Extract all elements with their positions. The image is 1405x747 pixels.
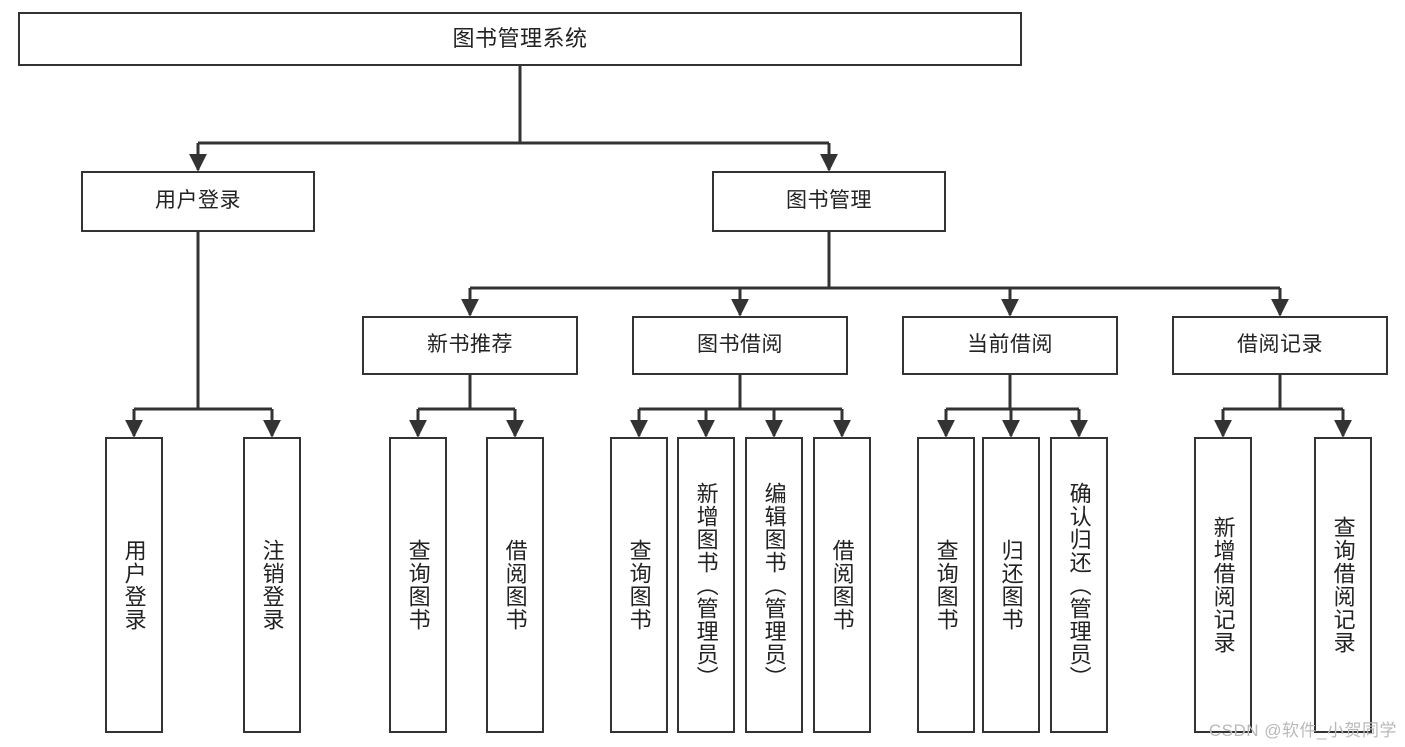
- node-root[interactable]: 图书管理系统: [18, 12, 1022, 66]
- leaf-logout[interactable]: 注销登录: [243, 437, 301, 733]
- leaf-return-book[interactable]: 归还图书: [982, 437, 1040, 733]
- leaf-query-borrow-record[interactable]: 查询借阅记录: [1314, 437, 1372, 733]
- node-label: 查询借阅记录: [1330, 516, 1356, 654]
- node-label: 借阅图书: [829, 539, 855, 631]
- node-label: 查询图书: [626, 539, 652, 631]
- node-label: 注销登录: [259, 539, 285, 631]
- node-label: 用户登录: [121, 539, 147, 631]
- node-label: 图书管理系统: [452, 26, 588, 52]
- leaf-query-book-recommend[interactable]: 查询图书: [389, 437, 447, 733]
- node-current-borrow[interactable]: 当前借阅: [902, 316, 1118, 375]
- leaf-borrow-book-recommend[interactable]: 借阅图书: [486, 437, 544, 733]
- node-user-login[interactable]: 用户登录: [81, 171, 315, 232]
- leaf-user-login[interactable]: 用户登录: [105, 437, 163, 733]
- node-label: 查询图书: [933, 539, 959, 631]
- node-label: 图书借阅: [697, 333, 783, 357]
- node-label: 借阅记录: [1237, 333, 1323, 357]
- node-label: 图书管理: [786, 189, 872, 213]
- node-new-book-recommend[interactable]: 新书推荐: [362, 316, 578, 375]
- node-label: 用户登录: [155, 189, 241, 213]
- node-book-borrow[interactable]: 图书借阅: [632, 316, 848, 375]
- node-label: 归还图书: [998, 539, 1024, 631]
- leaf-query-book-current[interactable]: 查询图书: [917, 437, 975, 733]
- node-borrow-record[interactable]: 借阅记录: [1172, 316, 1388, 375]
- node-label: 查询图书: [405, 539, 431, 631]
- node-label: 新增图书（管理员）: [693, 481, 719, 689]
- node-label: 新增借阅记录: [1210, 516, 1236, 654]
- leaf-add-borrow-record[interactable]: 新增借阅记录: [1194, 437, 1252, 733]
- leaf-add-book-admin[interactable]: 新增图书（管理员）: [677, 437, 735, 733]
- leaf-edit-book-admin[interactable]: 编辑图书（管理员）: [745, 437, 803, 733]
- watermark: CSDN @软件_小贺同学: [1208, 721, 1397, 740]
- leaf-query-book-borrow[interactable]: 查询图书: [610, 437, 668, 733]
- node-label: 当前借阅: [967, 333, 1053, 357]
- node-label: 借阅图书: [502, 539, 528, 631]
- leaf-confirm-return-admin[interactable]: 确认归还（管理员）: [1050, 437, 1108, 733]
- node-label: 确认归还（管理员）: [1066, 481, 1092, 689]
- node-book-management[interactable]: 图书管理: [712, 171, 946, 232]
- leaf-borrow-book[interactable]: 借阅图书: [813, 437, 871, 733]
- node-label: 新书推荐: [427, 333, 513, 357]
- node-label: 编辑图书（管理员）: [761, 481, 787, 689]
